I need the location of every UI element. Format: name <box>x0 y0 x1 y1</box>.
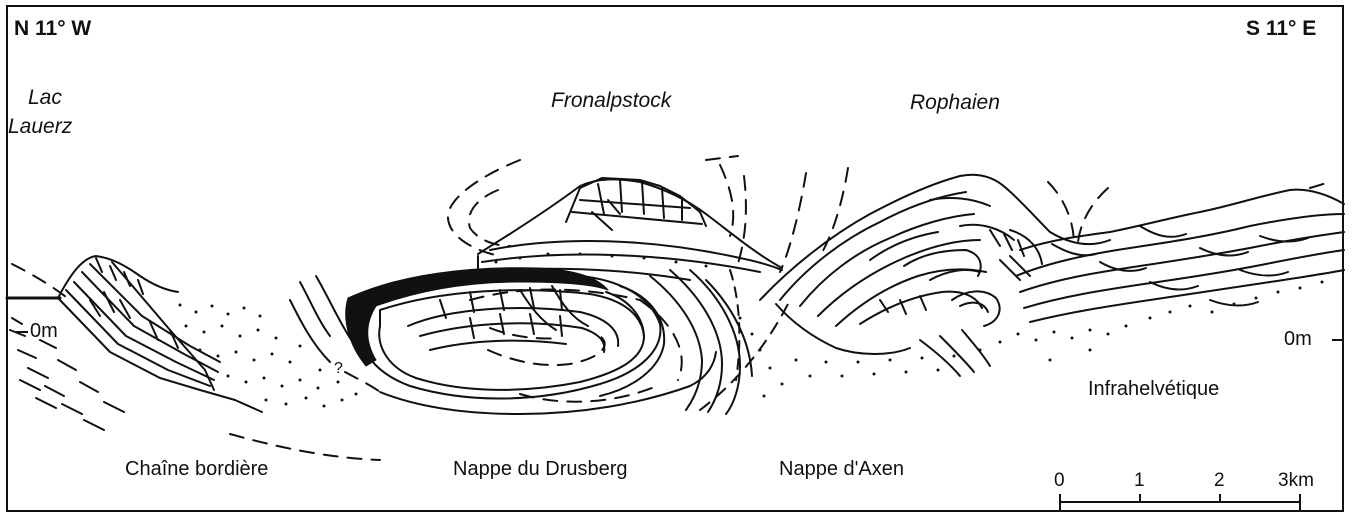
infrahelvetique-structure <box>1016 190 1344 322</box>
scale-tick-3: 3km <box>1278 470 1314 492</box>
scale-tick-2: 2 <box>1214 470 1225 492</box>
place-lac-line1: Lac <box>28 86 62 110</box>
axen-nappe-structure <box>760 175 1110 376</box>
scale-tick-1: 1 <box>1134 470 1145 492</box>
fold-traces-dashed <box>12 156 1330 460</box>
fronalpstock-structure <box>476 178 782 280</box>
orientation-left: N 11° W <box>14 17 91 41</box>
chaine-bordiere-structure <box>10 256 262 430</box>
place-lac-line2: Lauerz <box>8 115 72 139</box>
level-left: 0m <box>30 320 58 343</box>
query-mark: ? <box>334 360 343 378</box>
place-rophaien: Rophaien <box>910 91 1000 115</box>
level-marker-ticks <box>16 332 1344 340</box>
level-right: 0m <box>1284 328 1312 351</box>
place-fronalpstock: Fronalpstock <box>551 89 671 113</box>
unit-infrahelvetique: Infrahelvétique <box>1088 378 1219 401</box>
scale-tick-0: 0 <box>1054 470 1065 492</box>
unit-nappe-drusberg: Nappe du Drusberg <box>453 458 628 481</box>
orientation-right: S 11° E <box>1246 17 1316 41</box>
unit-nappe-axen: Nappe d'Axen <box>779 458 904 481</box>
marker-bed <box>346 268 608 366</box>
scale-bar-graphic <box>1060 494 1300 510</box>
unit-chaine-bordiere: Chaîne bordière <box>125 458 268 481</box>
